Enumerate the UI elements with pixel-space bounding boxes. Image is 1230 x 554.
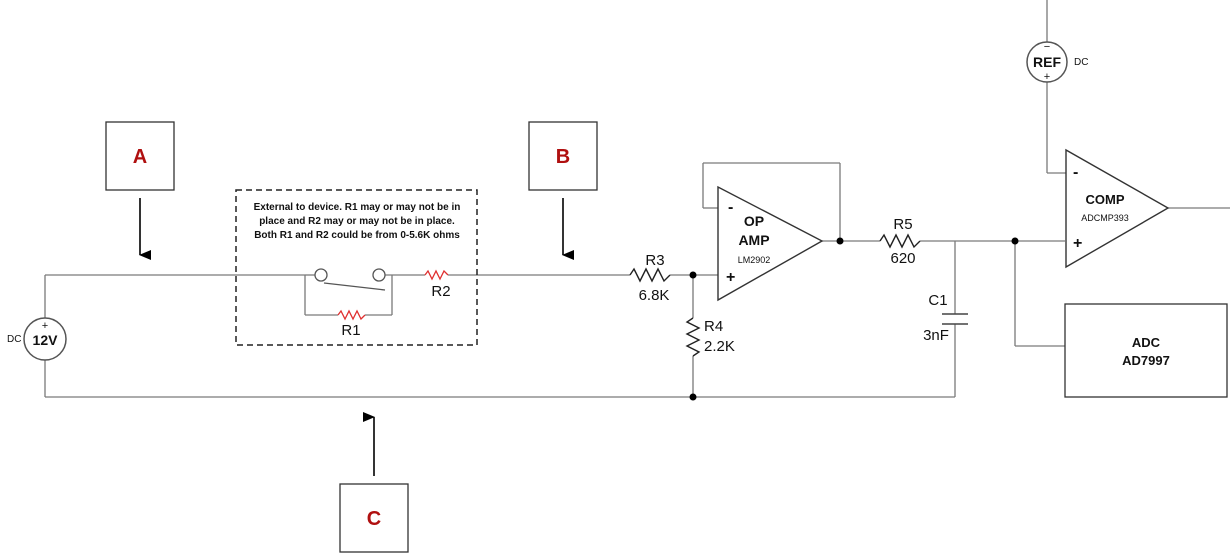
probe-a: A — [105, 121, 175, 260]
junction-dot — [689, 271, 697, 279]
comparator: - + COMP ADCMP393 — [1065, 148, 1170, 269]
junction-dot — [836, 237, 844, 245]
resistor-r1: R1 — [337, 309, 366, 339]
r3-name: R3 — [645, 252, 664, 269]
r4-name: R4 — [704, 318, 723, 335]
resistor-r4: R4 2.2K — [685, 317, 735, 357]
r5-name: R5 — [893, 216, 912, 233]
r3-value: 6.8K — [639, 287, 670, 304]
external-note-line-1: External to device. R1 may or may not be… — [254, 202, 461, 213]
opamp-minus-sign: - — [728, 199, 733, 216]
r4-value: 2.2K — [704, 338, 735, 355]
opamp-label-line-1: OP — [744, 213, 764, 229]
resistor-r3: R3 6.8K — [629, 252, 671, 304]
opamp-plus-sign: + — [726, 269, 735, 286]
probe-b: B — [528, 121, 598, 260]
op-amp: - + OP AMP LM2902 — [717, 185, 824, 302]
external-note-line-2: place and R2 may or may not be in place. — [259, 216, 455, 227]
comp-part-number: ADCMP393 — [1081, 213, 1129, 223]
capacitor-c1: C1 3nF — [923, 292, 968, 344]
probe-c: C — [339, 412, 409, 553]
adc-part-number: AD7997 — [1122, 353, 1170, 368]
probe-c-label: C — [367, 508, 381, 530]
ref-type-label: DC — [1074, 57, 1088, 68]
wiring — [44, 0, 1230, 398]
switch — [314, 268, 386, 291]
c1-value: 3nF — [923, 327, 949, 344]
comp-plus-sign: + — [1073, 235, 1082, 252]
adc-block: ADC AD7997 — [1064, 303, 1228, 398]
source-type-label: DC — [7, 334, 21, 345]
resistor-r5: R5 620 — [879, 216, 921, 267]
external-note-line-3: Both R1 and R2 could be from 0-5.6K ohms — [254, 230, 460, 241]
ref-plus-sign: + — [1044, 71, 1050, 83]
probe-a-label: A — [133, 146, 147, 168]
source-plus-sign: + — [42, 320, 48, 332]
c1-name: C1 — [928, 292, 947, 309]
r1-label: R1 — [341, 322, 360, 339]
ref-label: REF — [1033, 54, 1061, 70]
r2-label: R2 — [431, 283, 450, 300]
r5-value: 620 — [890, 250, 915, 267]
junction-dot — [1011, 237, 1019, 245]
junction-dot — [689, 393, 697, 401]
reference-source: − REF + DC — [1026, 41, 1088, 83]
adc-label: ADC — [1132, 335, 1161, 350]
resistor-r2: R2 — [424, 269, 451, 300]
ref-minus-sign: − — [1044, 41, 1050, 53]
comp-minus-sign: - — [1073, 164, 1078, 181]
opamp-part-number: LM2902 — [738, 255, 771, 265]
source-value-label: 12V — [33, 332, 59, 348]
junction-dots — [689, 237, 1019, 401]
voltage-source-12v: + 12V DC — [7, 317, 67, 361]
comp-label: COMP — [1086, 192, 1125, 207]
probe-b-label: B — [556, 146, 570, 168]
opamp-label-line-2: AMP — [738, 232, 769, 248]
external-region: External to device. R1 may or may not be… — [235, 189, 478, 346]
